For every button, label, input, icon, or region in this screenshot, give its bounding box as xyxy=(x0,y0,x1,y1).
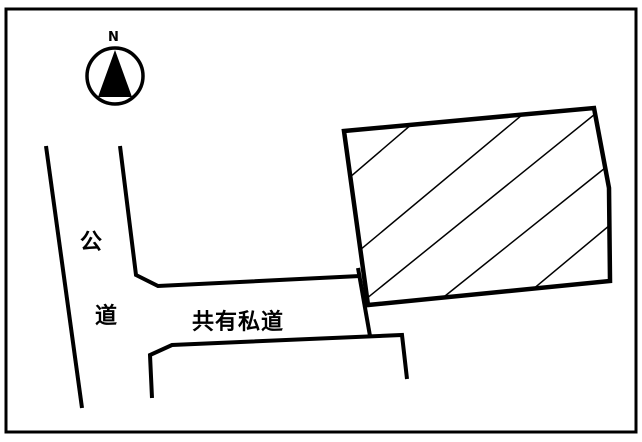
public-road-label-2: 道 xyxy=(95,304,118,329)
private-road-label: 共有私道 xyxy=(192,310,285,335)
map-frame xyxy=(4,7,638,434)
subject-lot xyxy=(341,105,613,308)
public-road-east-edge-north xyxy=(118,145,361,289)
north-label: N xyxy=(108,30,119,45)
north-arrow-icon xyxy=(85,46,145,106)
private-road-south-edge xyxy=(147,332,409,399)
private-road-east-end xyxy=(356,267,372,337)
public-road-label-1: 公 xyxy=(80,230,103,255)
public-road-west-edge xyxy=(44,145,84,409)
